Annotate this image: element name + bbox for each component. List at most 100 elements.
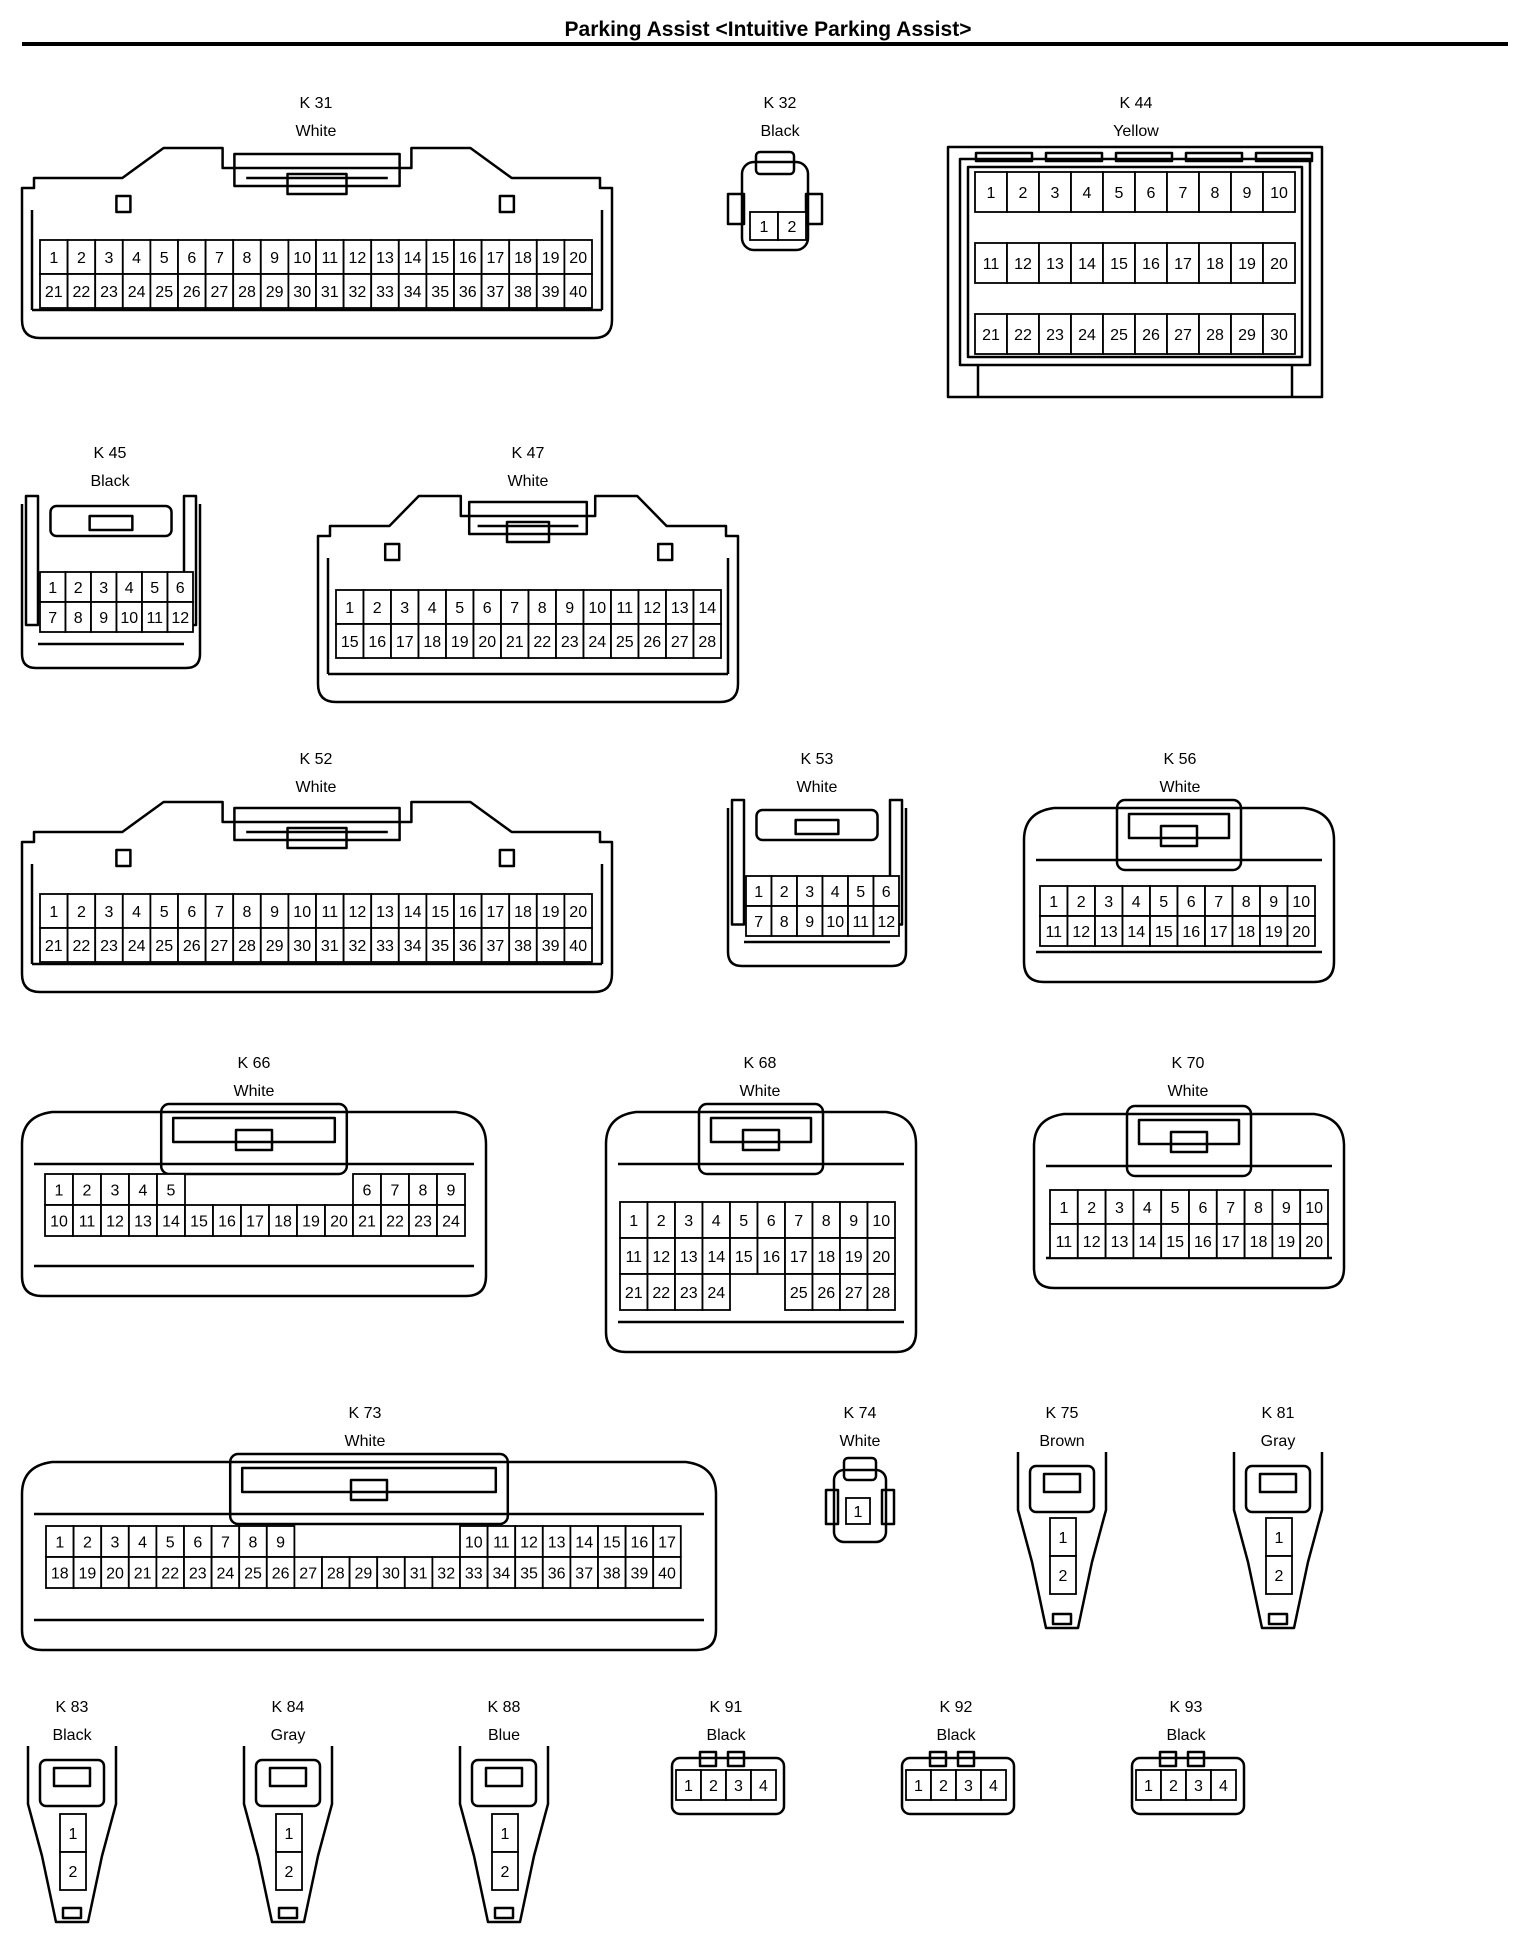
pin-number: 30	[1270, 327, 1288, 344]
pin-number: 10	[293, 904, 311, 921]
pin-number: 16	[1182, 924, 1200, 941]
pin-cell	[315, 239, 345, 275]
pin-number: 14	[162, 1214, 180, 1231]
pin-number: 19	[79, 1566, 97, 1583]
pin-cell	[66, 273, 97, 309]
pin-cell	[1006, 171, 1040, 213]
pin-cell	[796, 875, 824, 907]
pin-number: 1	[1059, 1530, 1068, 1547]
pin-cell	[1198, 171, 1232, 213]
pin-number: 8	[1254, 1200, 1263, 1217]
connector-id: K 73	[349, 1405, 382, 1422]
pin-number: 2	[1019, 185, 1028, 202]
pin-number: 20	[569, 904, 587, 921]
pin-number: 26	[272, 1566, 290, 1583]
pin-cell	[1049, 1555, 1077, 1595]
pin-cell	[1102, 242, 1136, 284]
pin-number: 23	[680, 1285, 698, 1302]
pin-cell	[1149, 885, 1179, 917]
pin-cell	[453, 239, 483, 275]
pin-cell	[569, 1556, 599, 1589]
pin-number: 7	[221, 1535, 230, 1552]
pin-cell	[370, 927, 400, 963]
pin-cell	[362, 623, 392, 659]
pin-cell	[204, 239, 235, 275]
pin-number: 4	[989, 1778, 998, 1795]
pin-cell	[1006, 242, 1040, 284]
pin-number: 28	[238, 938, 256, 955]
pin-number: 17	[246, 1214, 264, 1231]
pin-number: 3	[111, 1183, 120, 1200]
pin-number: 15	[1155, 924, 1173, 941]
pin-number: 4	[1083, 185, 1092, 202]
pin-number: 12	[1072, 924, 1090, 941]
pin-number: 1	[754, 884, 763, 901]
pin-cell	[1262, 313, 1296, 355]
pin-cell	[39, 927, 69, 963]
pin-cell	[408, 1204, 438, 1237]
pin-number: 15	[1166, 1234, 1184, 1251]
pin-number: 2	[1275, 1568, 1284, 1585]
pin-number: 13	[1100, 924, 1118, 941]
pin-cell	[1102, 171, 1136, 213]
pin-number: 28	[327, 1566, 345, 1583]
pin-number: 32	[437, 1566, 455, 1583]
pin-number: 12	[643, 600, 661, 617]
pin-number: 19	[451, 634, 469, 651]
pin-number: 20	[569, 250, 587, 267]
pin-cell	[1230, 242, 1264, 284]
pin-number: 10	[826, 914, 844, 931]
pin-number: 14	[707, 1249, 725, 1266]
pin-cell	[1076, 1223, 1107, 1259]
pin-number: 30	[382, 1566, 400, 1583]
pin-number: 15	[190, 1214, 208, 1231]
connector-id: K 53	[801, 751, 834, 768]
pin-number: 14	[698, 600, 716, 617]
pin-cell	[1215, 1223, 1246, 1259]
pin-cell	[210, 1556, 241, 1589]
pin-number: 16	[631, 1535, 649, 1552]
pin-number: 3	[684, 1213, 693, 1230]
pin-number: 32	[349, 284, 367, 301]
pin-number: 20	[1305, 1234, 1323, 1251]
pin-number: 20	[1270, 256, 1288, 273]
pin-number: 8	[538, 600, 547, 617]
pin-number: 15	[431, 904, 449, 921]
pin-number: 12	[520, 1535, 538, 1552]
pin-cell	[39, 273, 69, 309]
pin-number: 8	[822, 1213, 831, 1230]
pin-cell	[784, 1237, 814, 1275]
pin-cell	[1134, 313, 1168, 355]
pin-number: 19	[542, 904, 560, 921]
pin-cell	[453, 273, 483, 309]
pin-number: 23	[189, 1566, 207, 1583]
pin-number: 19	[845, 1249, 863, 1266]
pin-number: 7	[510, 600, 519, 617]
pin-cell	[1299, 1189, 1329, 1225]
pin-cell	[563, 273, 593, 309]
pin-cell	[1121, 885, 1151, 917]
pin-cell	[127, 1525, 158, 1558]
connector-color: White	[296, 779, 337, 796]
pin-cell	[408, 1173, 438, 1206]
pin-number: 4	[1219, 1778, 1228, 1795]
pin-number: 40	[569, 284, 587, 301]
pin-cell	[839, 1237, 869, 1275]
pin-number: 10	[50, 1214, 68, 1231]
pin-cell	[480, 893, 511, 929]
connector-color: White	[1160, 779, 1201, 796]
pin-number: 11	[852, 914, 869, 931]
pin-number: 25	[155, 938, 173, 955]
pin-number: 9	[565, 600, 574, 617]
pin-cell	[1104, 1189, 1135, 1225]
pin-number: 1	[760, 219, 769, 236]
pin-number: 16	[459, 250, 477, 267]
pin-number: 15	[341, 634, 359, 651]
pin-cell	[1121, 915, 1151, 947]
pin-number: 12	[106, 1214, 124, 1231]
pin-number: 3	[1194, 1778, 1203, 1795]
connector-id: K 92	[940, 1699, 973, 1716]
pin-cell	[1243, 1223, 1274, 1259]
